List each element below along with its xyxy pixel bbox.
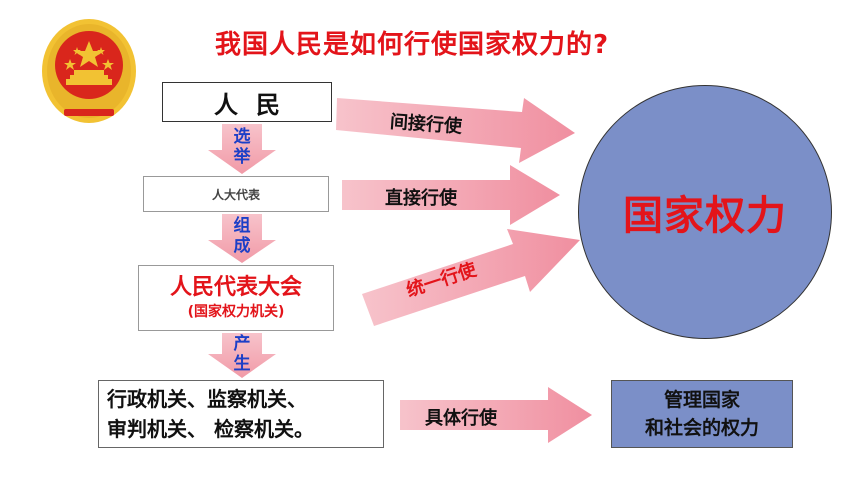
manage-power-line1: 管理国家 (663, 389, 740, 411)
page-title: 我国人民是如何行使国家权力的? (215, 30, 610, 60)
npc-deputies-label: 人大代表 (211, 187, 260, 202)
arrow-elect (208, 124, 276, 174)
people-label: 人民 (214, 90, 298, 119)
state-organs-line1: 行政机关、监察机关、 (107, 387, 307, 411)
npc-subtitle: (国家权力机关) (187, 304, 285, 320)
arrow-specific (400, 387, 592, 443)
manage-power-line2: 和社会的权力 (644, 417, 759, 439)
state-power-circle: 国家权力 (578, 85, 832, 339)
state-power-label: 国家权力 (623, 193, 787, 239)
national-emblem-icon (42, 19, 136, 123)
specific-label: 具体行使 (425, 408, 497, 429)
state-organs-box: 行政机关、监察机关、 审判机关、 检察机关。 (98, 380, 384, 448)
arrow-unified (362, 229, 580, 326)
npc-box: 人民代表大会 (国家权力机关) (138, 265, 334, 331)
direct-label: 直接行使 (385, 188, 457, 209)
form-label: 组 成 (233, 216, 251, 256)
npc-title: 人民代表大会 (169, 275, 302, 300)
people-box: 人民 (162, 82, 332, 122)
produce-label: 产 生 (233, 334, 251, 374)
arrow-form (208, 214, 276, 263)
elect-label: 选 举 (233, 127, 251, 167)
state-organs-line2: 审判机关、 检察机关。 (107, 417, 314, 441)
manage-power-box: 管理国家 和社会的权力 (611, 380, 793, 448)
indirect-label: 间接行使 (389, 111, 463, 138)
npc-deputies-box: 人大代表 (143, 176, 329, 212)
arrow-direct (342, 165, 560, 225)
arrow-produce (208, 333, 276, 378)
arrow-indirect (336, 98, 575, 163)
